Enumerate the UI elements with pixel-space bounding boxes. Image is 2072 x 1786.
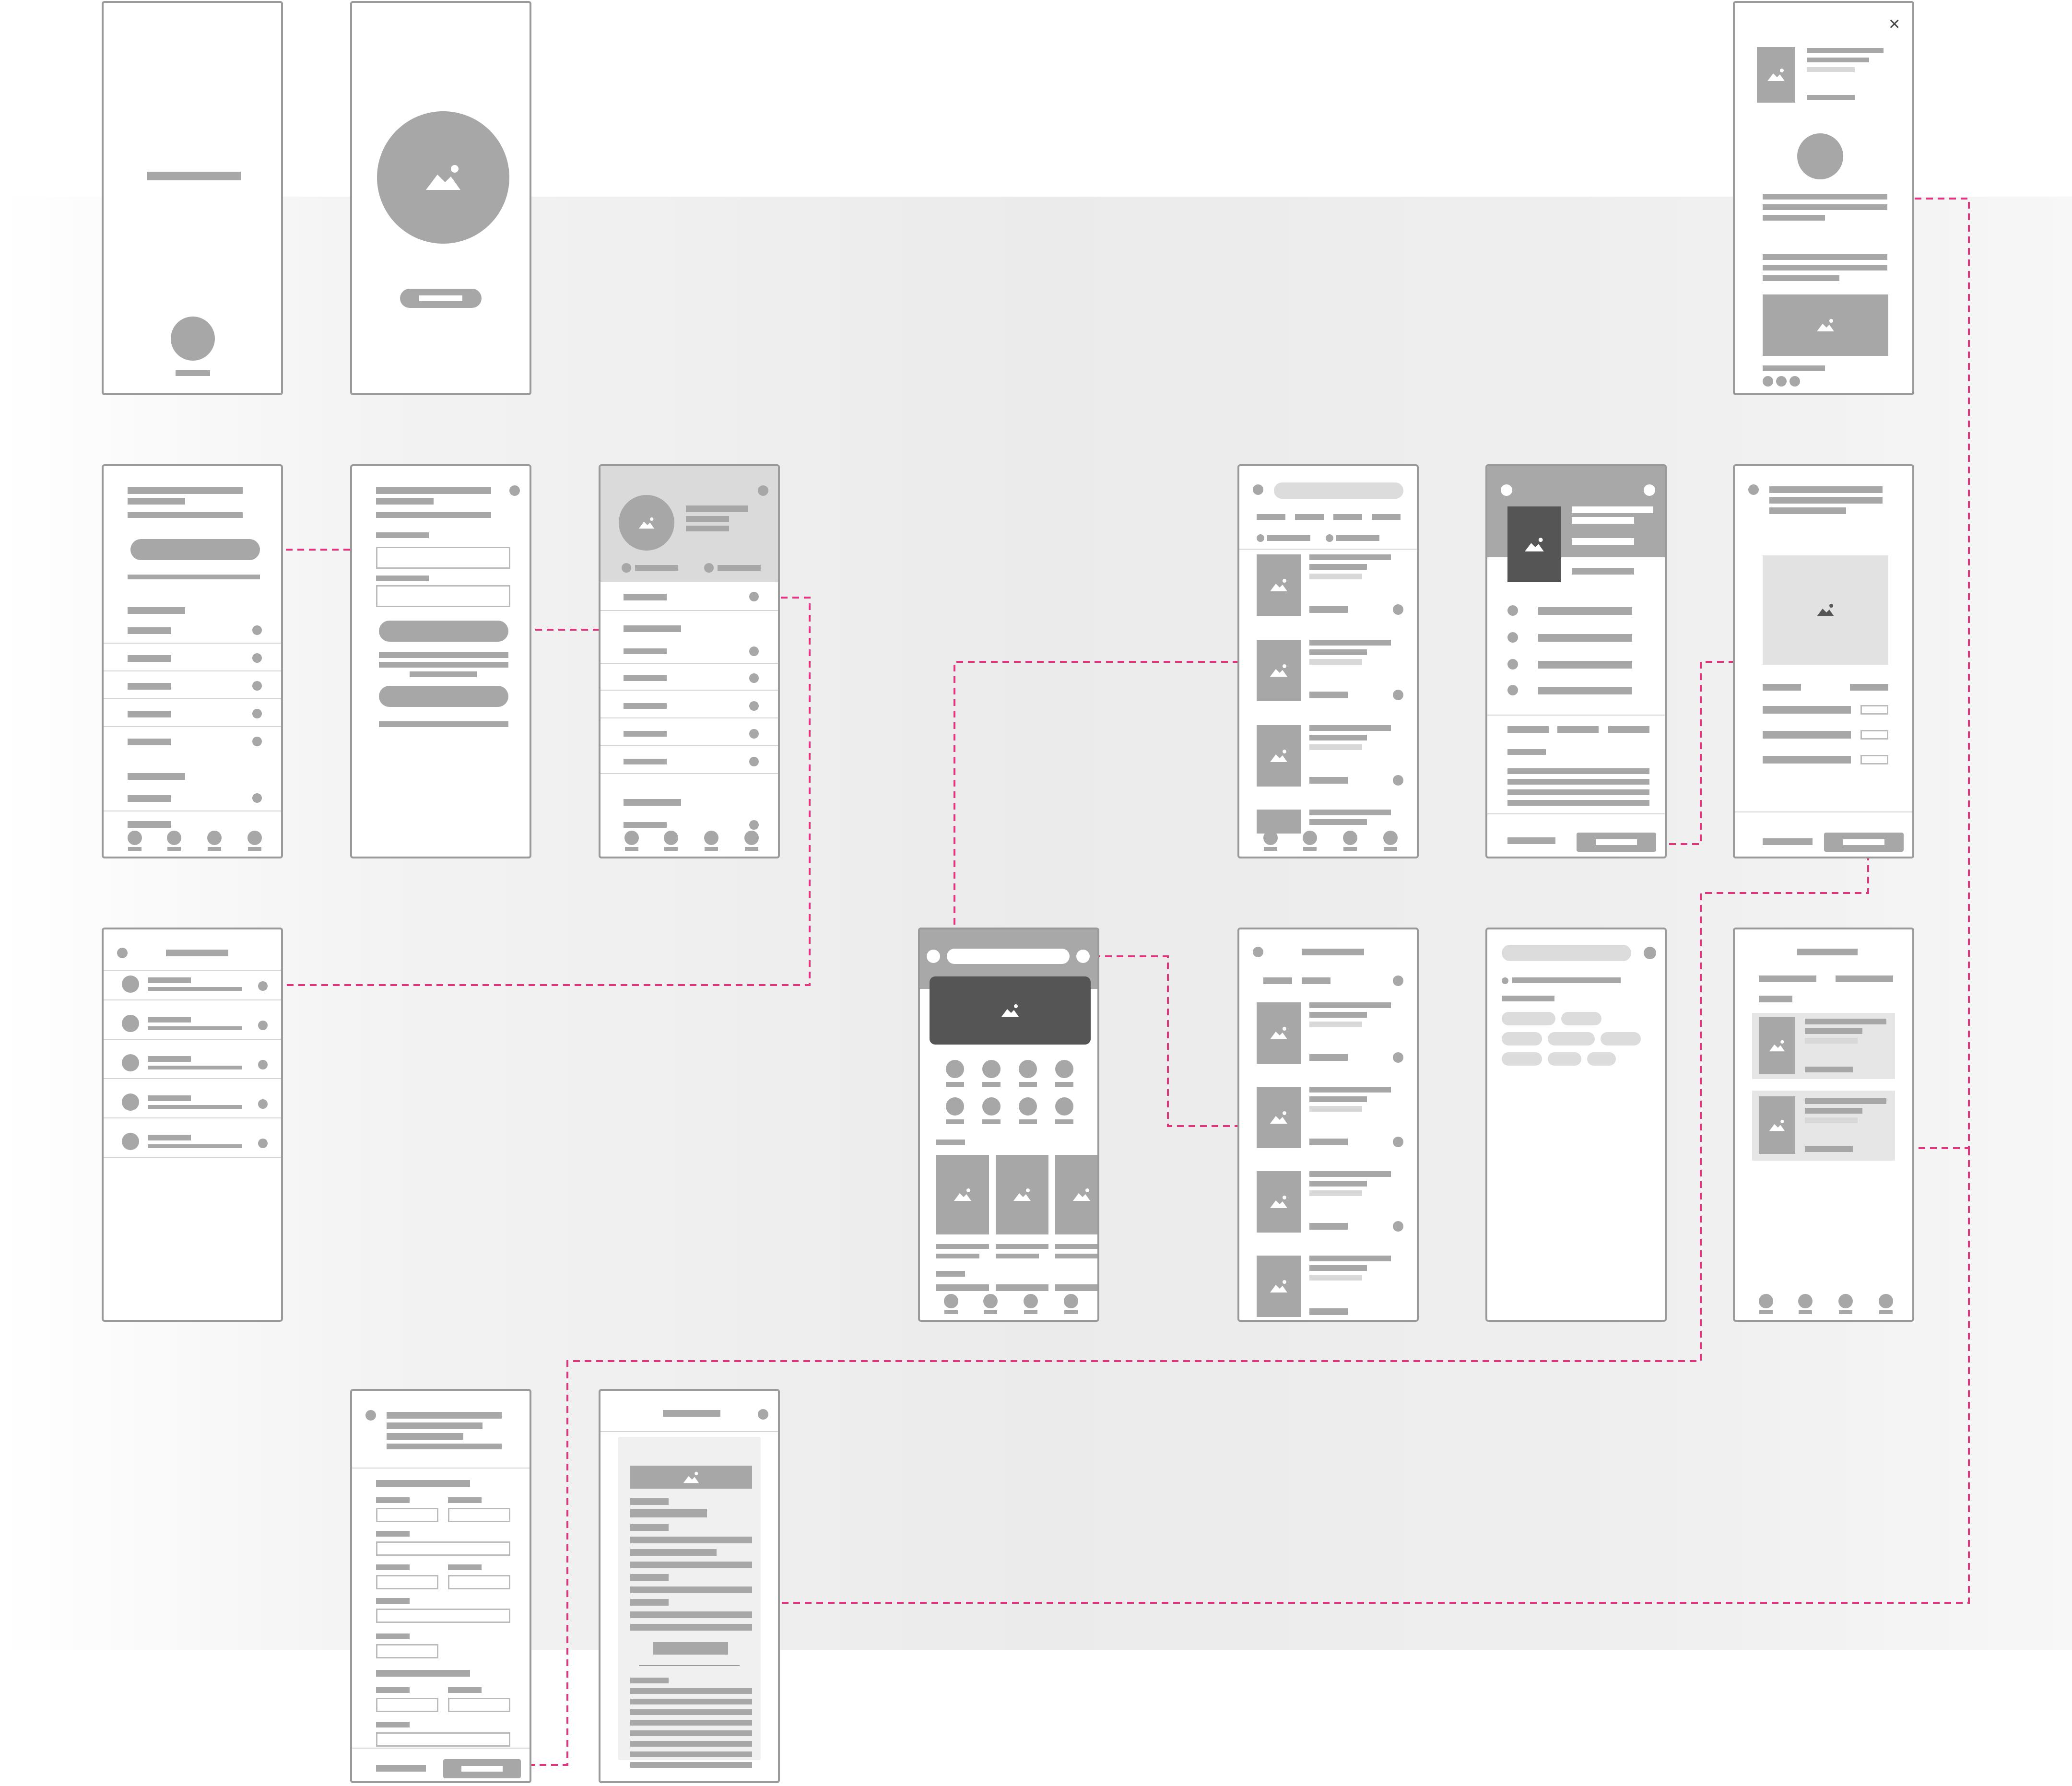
bottom-navigation[interactable]: [620, 831, 759, 851]
image-placeholder-icon: [1270, 750, 1287, 762]
screen-search-filters: [1485, 928, 1667, 1322]
hero-image: [377, 111, 509, 244]
screen-checkout-form: [350, 1389, 531, 1783]
image-placeholder-icon: [1270, 1196, 1287, 1208]
product-thumbnail[interactable]: [1257, 640, 1301, 701]
product-thumbnail[interactable]: [1257, 810, 1301, 834]
image-placeholder-icon: [1769, 1119, 1785, 1131]
image-placeholder-icon: [1769, 1040, 1785, 1051]
screen-product-list: [1237, 464, 1419, 858]
image-placeholder-icon: [1270, 1111, 1287, 1124]
logo-wordmark: [147, 172, 241, 180]
screen-home: [918, 928, 1099, 1322]
connector-home-to-results-list: [1094, 955, 1237, 1127]
screen-menu: [102, 464, 283, 858]
password-field[interactable]: [376, 585, 510, 607]
bottom-navigation[interactable]: [123, 831, 262, 851]
connector-item-detail-to-checkout: [513, 854, 1869, 1766]
close-icon[interactable]: ×: [1889, 13, 1900, 35]
product-thumbnail[interactable]: [1257, 554, 1301, 616]
qr-barcode: [653, 1642, 728, 1655]
email-field[interactable]: [376, 1609, 510, 1623]
image-placeholder-icon: [1270, 1280, 1287, 1292]
bottom-navigation[interactable]: [1754, 1294, 1893, 1314]
result-thumbnail[interactable]: [1257, 1256, 1301, 1317]
connector-receipt-to-modal: [782, 1148, 1970, 1604]
option-checkbox[interactable]: [1860, 755, 1888, 764]
close-icon[interactable]: [509, 485, 520, 496]
sticky-note-wall-background: [0, 197, 2072, 1650]
screen-product-detail: [1485, 464, 1667, 858]
image-placeholder-icon: [1270, 664, 1287, 677]
screen-form: [350, 464, 531, 858]
loading-indicator: [171, 317, 215, 361]
image-placeholder-icon: [1270, 579, 1287, 591]
screen-item-detail: [1733, 464, 1914, 858]
first-name-field[interactable]: [376, 1508, 438, 1522]
address-field[interactable]: [376, 1541, 510, 1556]
screen-receipt: [599, 1389, 780, 1783]
option-checkbox[interactable]: [1860, 730, 1888, 740]
modal-banner-image: [1763, 294, 1888, 356]
avatar: [619, 495, 674, 551]
connector-home-to-product-list: [954, 661, 1237, 1051]
caption: [176, 370, 210, 376]
hero-carousel[interactable]: [930, 976, 1091, 1045]
connector-product-detail-to-item-detail: [1658, 661, 1735, 845]
search-input[interactable]: [1274, 482, 1403, 499]
option-checkbox[interactable]: [1860, 705, 1888, 715]
expiry-field[interactable]: [448, 1698, 510, 1712]
sign-in-button[interactable]: [379, 621, 508, 642]
screen-modal: [1733, 1, 1914, 395]
phone-field[interactable]: [376, 1644, 438, 1658]
booking-thumbnail[interactable]: [1759, 1096, 1795, 1154]
item-image: [1763, 555, 1888, 665]
cvc-field[interactable]: [376, 1732, 510, 1747]
screen-profile: [599, 464, 780, 858]
screen-bookings: [1733, 928, 1914, 1322]
primary-action-button[interactable]: [130, 539, 260, 560]
modal-image: [1757, 47, 1795, 103]
booking-thumbnail[interactable]: [1759, 1017, 1795, 1074]
image-placeholder-icon: [1817, 319, 1834, 331]
receipt-header-image: [630, 1466, 752, 1489]
email-field[interactable]: [376, 547, 510, 569]
image-placeholder-icon: [426, 165, 460, 190]
card-number-field[interactable]: [376, 1698, 438, 1712]
featured-card[interactable]: [936, 1155, 989, 1234]
button-label: [419, 295, 462, 301]
image-placeholder-icon: [1525, 537, 1544, 552]
image-placeholder-icon: [638, 517, 655, 529]
featured-card[interactable]: [996, 1155, 1048, 1234]
image-placeholder-icon: [1001, 1004, 1019, 1017]
last-name-field[interactable]: [448, 1508, 510, 1522]
avatar: [1797, 133, 1843, 179]
search-input[interactable]: [947, 949, 1070, 964]
register-button[interactable]: [379, 686, 508, 707]
image-placeholder-icon: [954, 1188, 971, 1201]
featured-card[interactable]: [1055, 1155, 1097, 1234]
image-placeholder-icon: [1073, 1188, 1090, 1201]
zip-field[interactable]: [448, 1575, 510, 1589]
image-placeholder-icon: [1270, 1027, 1287, 1039]
city-field[interactable]: [376, 1575, 438, 1589]
image-placeholder-icon: [1013, 1188, 1031, 1201]
screen-welcome: [350, 1, 531, 395]
screen-contacts: [102, 928, 283, 1322]
search-input[interactable]: [1502, 945, 1631, 961]
settings-icon[interactable]: [758, 485, 768, 496]
image-placeholder-icon: [683, 1471, 699, 1483]
bottom-navigation[interactable]: [939, 1294, 1078, 1314]
result-thumbnail[interactable]: [1257, 1002, 1301, 1064]
bottom-navigation[interactable]: [1259, 831, 1398, 851]
screen-results-list: [1237, 928, 1419, 1322]
product-thumbnail[interactable]: [1257, 725, 1301, 787]
result-thumbnail[interactable]: [1257, 1087, 1301, 1148]
product-image: [1507, 506, 1561, 582]
connector-profile-to-contacts: [268, 597, 811, 986]
image-placeholder-icon: [1767, 69, 1785, 81]
result-thumbnail[interactable]: [1257, 1171, 1301, 1233]
image-placeholder-icon: [1817, 604, 1834, 616]
screen-splash: [102, 1, 283, 395]
